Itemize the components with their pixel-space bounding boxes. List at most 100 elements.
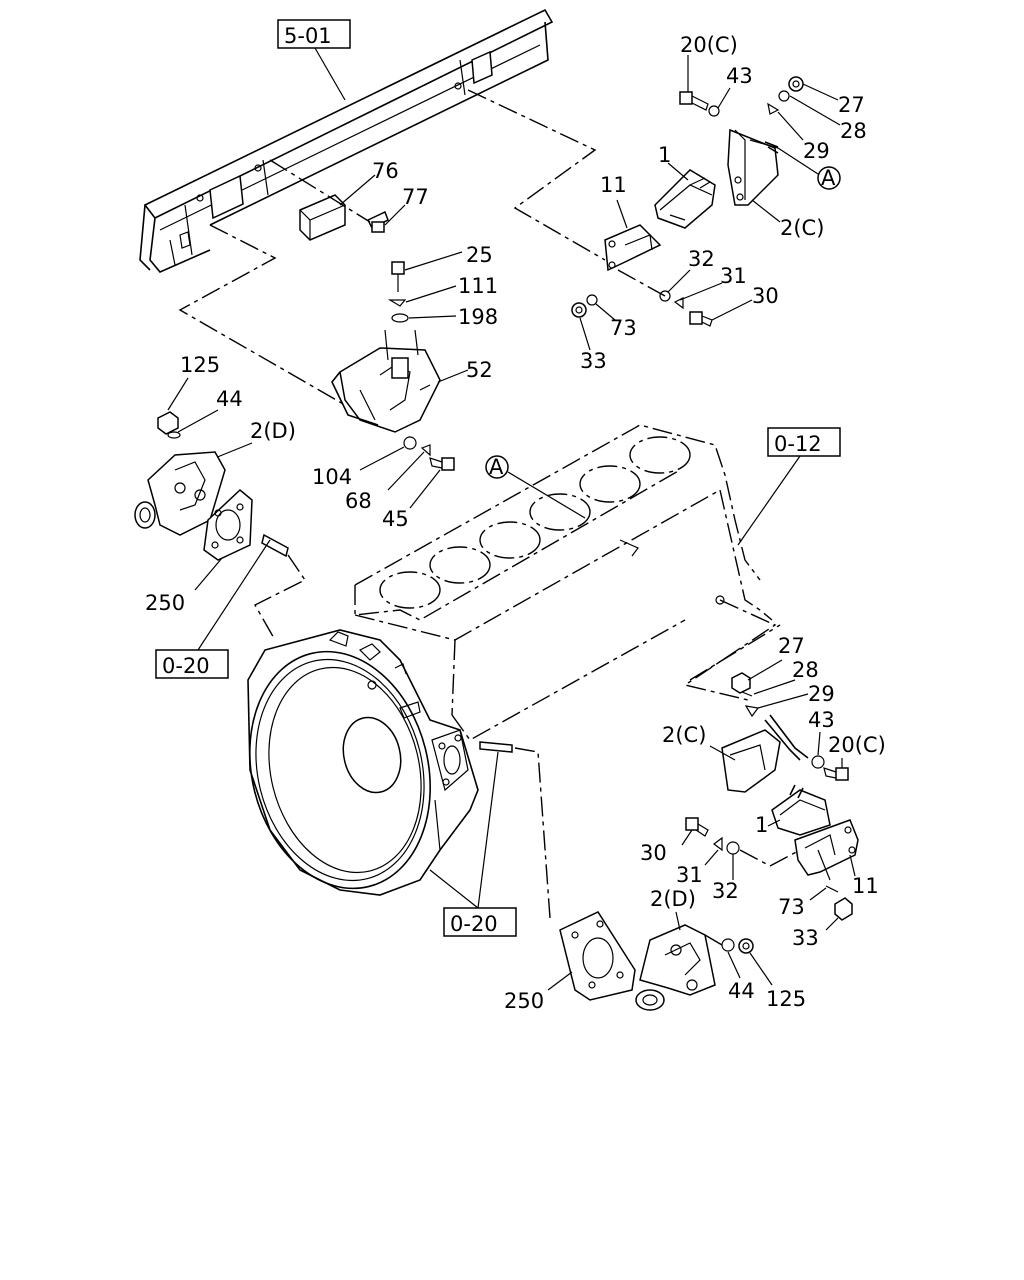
label-29-bottom: 29 (808, 682, 835, 706)
washer-111 (387, 299, 407, 307)
ref-box-frame[interactable]: 5-01 (277, 19, 351, 49)
bracket-2c-top (727, 128, 779, 206)
washer-31-bottom (713, 836, 723, 852)
label-43-top: 43 (726, 64, 753, 88)
mount-rubber-1-bottom (771, 784, 831, 836)
label-33-bottom: 33 (792, 926, 819, 950)
spacer-250-bottom (559, 911, 636, 1001)
label-11-bottom: 11 (852, 874, 879, 898)
nut-33-bottom (834, 897, 853, 921)
label-1-top: 1 (658, 143, 671, 167)
bolt-30-top (689, 311, 713, 327)
label-33-top: 33 (580, 349, 607, 373)
label-2c-top: 2(C) (780, 216, 824, 240)
label-30-bottom: 30 (640, 841, 667, 865)
washer-73-top (586, 294, 598, 306)
engine-mount-52 (331, 329, 441, 433)
washer-43-top (708, 105, 720, 117)
label-29-top: 29 (803, 139, 830, 163)
washer-32-bottom (726, 841, 740, 855)
flywheel-housing (247, 629, 479, 896)
washer-29-bottom (744, 705, 760, 718)
label-77: 77 (402, 185, 429, 209)
label-31-top: 31 (720, 264, 747, 288)
bolt-20c-top (679, 91, 709, 111)
ref-box-flywheel-left[interactable]: 0-20 (155, 649, 229, 679)
bolt-77 (366, 210, 389, 233)
label-31-bottom: 31 (676, 863, 703, 887)
section-marker-top: A (817, 166, 841, 190)
washer-68 (420, 444, 431, 457)
spacer-250-left (203, 488, 253, 561)
label-20c-bottom: 20(C) (828, 733, 886, 757)
label-68: 68 (345, 489, 372, 513)
washer-32-top (659, 290, 671, 302)
washer-44-bottom (721, 938, 735, 952)
label-45: 45 (382, 507, 409, 531)
label-73-bottom: 73 (778, 895, 805, 919)
nut-125-left (157, 411, 179, 435)
nut-27-bottom (731, 672, 751, 694)
label-27-top: 27 (838, 93, 865, 117)
washer-31-top (673, 297, 684, 310)
section-marker-top-text: A (821, 166, 836, 190)
ref-box-flywheel-bottom-text: 0-20 (450, 912, 498, 936)
stud-flywheel (479, 741, 513, 753)
label-30-top: 30 (752, 284, 779, 308)
label-111: 111 (458, 274, 498, 298)
bracket-2c-bottom (721, 714, 809, 793)
label-11-top: 11 (600, 173, 627, 197)
washer-198 (391, 313, 409, 323)
bolt-30-bottom (685, 817, 709, 837)
label-198: 198 (458, 305, 498, 329)
bracket-11-top (604, 224, 662, 272)
washer-104 (403, 436, 417, 450)
engine-block (354, 424, 781, 741)
label-104: 104 (312, 465, 352, 489)
washer-29-top (767, 102, 780, 115)
label-250-bottom: 250 (504, 989, 544, 1013)
label-25: 25 (466, 243, 493, 267)
pad-76 (299, 194, 346, 241)
label-32-top: 32 (688, 247, 715, 271)
bolt-20c-bottom (823, 767, 849, 781)
label-1-bottom: 1 (755, 813, 768, 837)
frame-rail (139, 8, 554, 273)
washer-28-top (778, 90, 790, 102)
ref-box-engine-text: 0-12 (774, 432, 822, 456)
ref-box-engine[interactable]: 0-12 (767, 427, 841, 457)
washer-73-bottom (825, 885, 839, 893)
label-125-bottom: 125 (766, 987, 806, 1011)
section-marker-engine-text: A (489, 455, 504, 479)
ref-box-frame-text: 5-01 (284, 24, 332, 48)
section-marker-engine: A (485, 455, 509, 479)
nut-33-top (571, 302, 587, 318)
bolt-25 (391, 261, 405, 292)
label-2c-bottom: 2(C) (662, 723, 706, 747)
washer-28-bottom (741, 691, 753, 697)
washer-43-bottom (811, 755, 825, 769)
label-44-bottom: 44 (728, 979, 755, 1003)
bolt-45 (429, 457, 455, 471)
label-32-bottom: 32 (712, 879, 739, 903)
bracket-11-bottom (794, 819, 859, 876)
ref-box-flywheel-bottom[interactable]: 0-20 (443, 907, 517, 937)
nut-125-bottom (738, 938, 754, 954)
mount-rubber-1-top (654, 169, 716, 229)
label-250-left: 250 (145, 591, 185, 615)
label-43-bottom: 43 (808, 708, 835, 732)
bracket-2d-bottom (635, 924, 716, 1011)
label-28-bottom: 28 (792, 658, 819, 682)
label-76: 76 (372, 159, 399, 183)
label-125-left: 125 (180, 353, 220, 377)
stud-left (261, 533, 289, 558)
label-27-bottom: 27 (778, 634, 805, 658)
label-52: 52 (466, 358, 493, 382)
label-2d-bottom: 2(D) (650, 887, 696, 911)
label-2d-left: 2(D) (250, 419, 296, 443)
label-44-left: 44 (216, 387, 243, 411)
washer-44-left (167, 431, 181, 439)
label-28-top: 28 (840, 119, 867, 143)
ref-box-flywheel-left-text: 0-20 (162, 654, 210, 678)
